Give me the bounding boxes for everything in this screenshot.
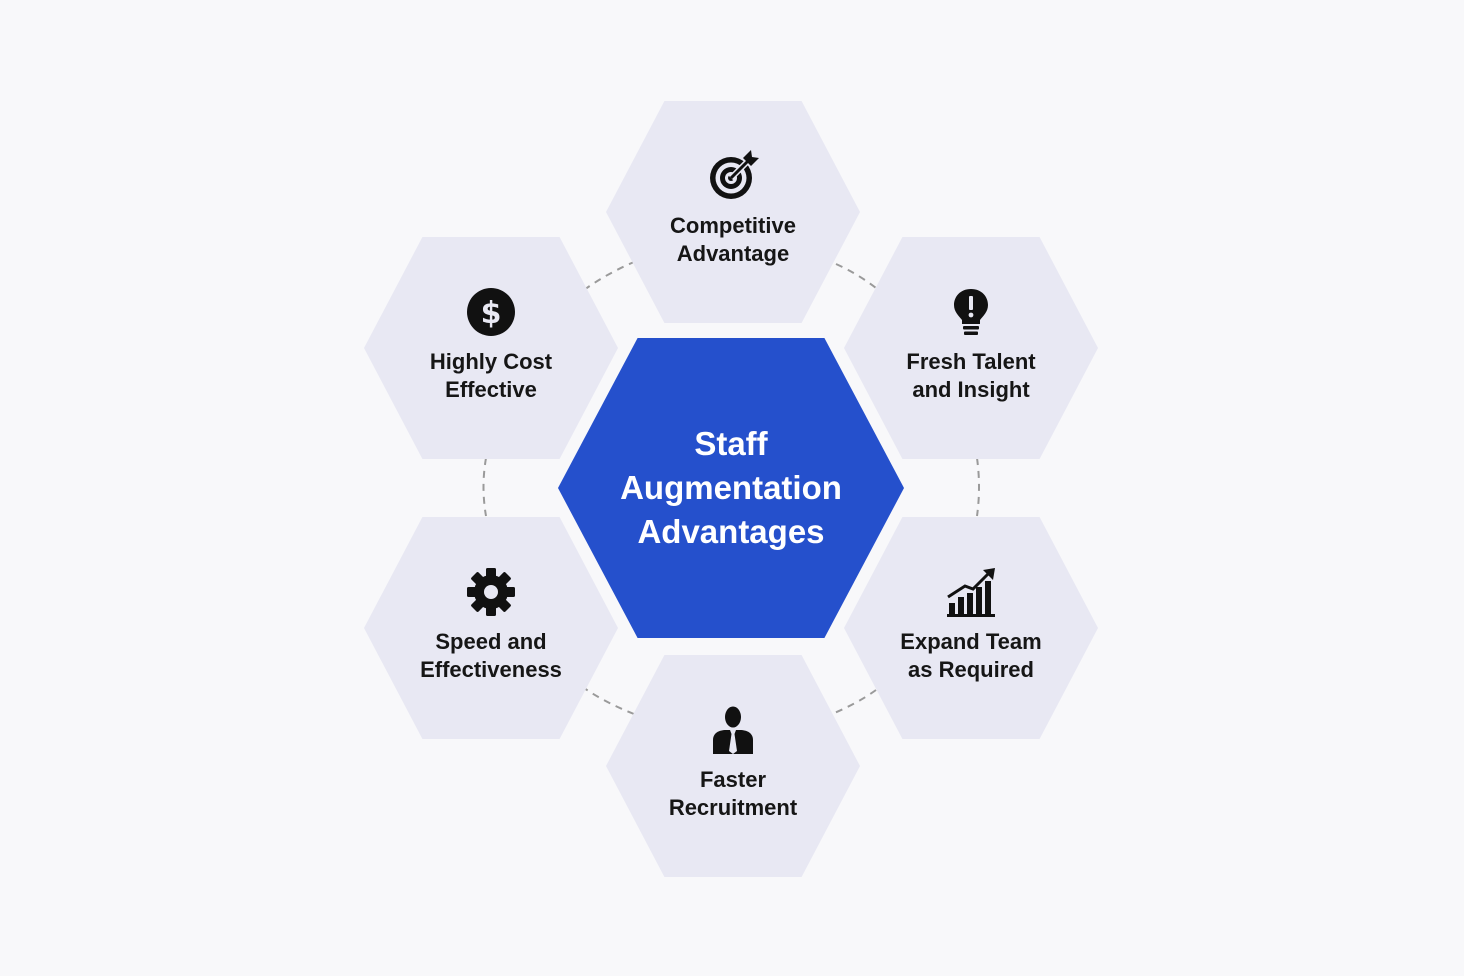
hexagon-fresh-talent: Fresh Talent and Insight <box>844 237 1098 459</box>
dollar-icon: $ <box>465 286 517 338</box>
connector-top-left <box>583 261 635 291</box>
advantage-label: Competitive Advantage <box>670 213 796 266</box>
connector-top-right <box>835 263 877 289</box>
gear-icon <box>465 566 517 618</box>
growth-chart-icon <box>945 566 997 618</box>
advantage-label: Speed and Effectiveness <box>420 629 562 682</box>
connector-bottom-left <box>583 687 635 715</box>
advantage-label: Faster Recruitment <box>668 767 798 820</box>
advantage-label: Fresh Talent and Insight <box>906 349 1036 402</box>
center-title: Staff Augmentation Advantages <box>620 425 842 550</box>
advantage-label: Highly Cost Effective <box>429 349 553 402</box>
advantage-label: Expand Team as Required <box>900 629 1042 682</box>
connector-left <box>482 457 487 517</box>
lightbulb-icon <box>945 286 997 338</box>
connector-bottom-right <box>831 689 877 715</box>
hexagon-cost-effective: $ Highly Cost Effective <box>364 237 618 459</box>
svg-text:$: $ <box>481 296 502 331</box>
person-icon <box>707 704 759 756</box>
hexagon-expand-team: Expand Team as Required <box>844 517 1098 739</box>
target-icon <box>707 150 759 202</box>
center-hexagon: Staff Augmentation Advantages <box>558 338 904 638</box>
hexagon-competitive-advantage: Competitive Advantage <box>606 101 860 323</box>
connector-right <box>976 457 980 517</box>
hexagon-faster-recruitment: Faster Recruitment <box>606 655 860 877</box>
hexagon-speed-effectiveness: Speed and Effectiveness <box>364 517 618 739</box>
